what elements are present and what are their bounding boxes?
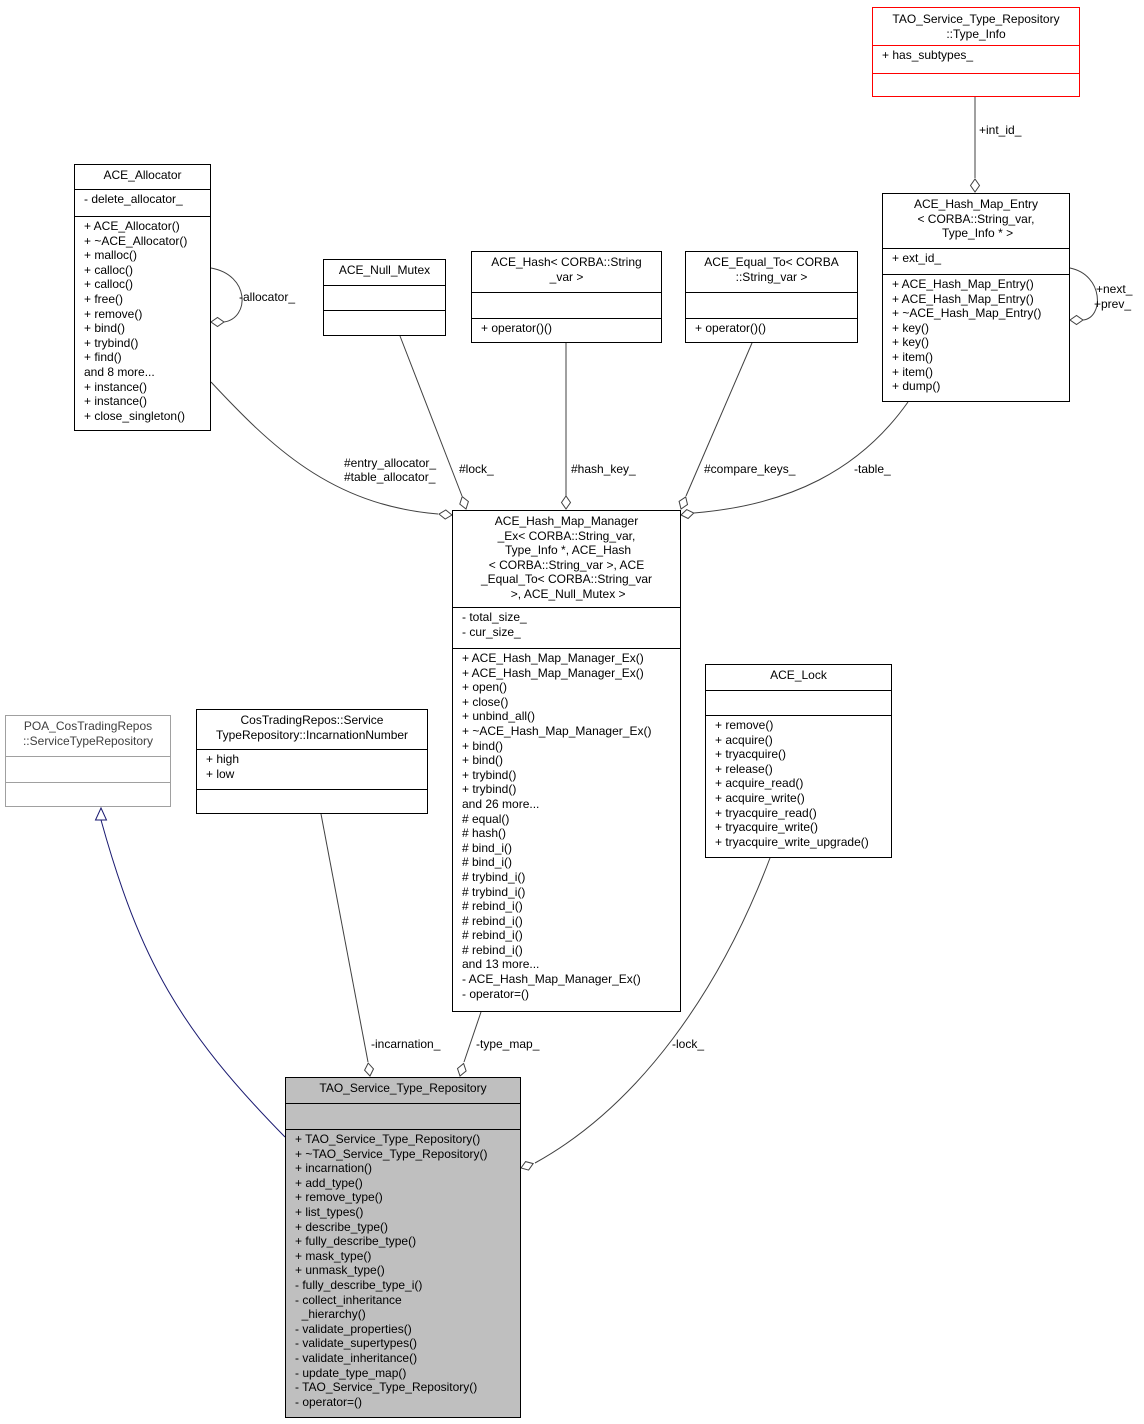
class-ace-null-mutex-attributes: [324, 286, 445, 311]
class-hash-map-manager-methods: + ACE_Hash_Map_Manager_Ex() + ACE_Hash_M…: [462, 651, 652, 1001]
class-hash-map-manager-name: ACE_Hash_Map_Manager _Ex< CORBA::String_…: [453, 511, 680, 608]
class-type-info-methods: [873, 74, 1079, 96]
class-type-info[interactable]: TAO_Service_Type_Repository ::Type_Info …: [872, 7, 1080, 97]
class-ace-hash-methods: + operator()(): [481, 321, 553, 335]
edge-label-int-id: +int_id_: [979, 123, 1022, 137]
class-ace-null-mutex-name: ACE_Null_Mutex: [324, 260, 445, 286]
class-poa-repository-attributes: [6, 757, 170, 783]
edge-label-lock-mutex: #lock_: [459, 462, 494, 476]
class-incarnation-number[interactable]: CosTradingRepos::Service TypeRepository:…: [196, 709, 428, 814]
edge-label-type-map: -type_map_: [476, 1037, 540, 1051]
edge-table: [693, 401, 909, 514]
class-incarnation-number-methods: [197, 790, 427, 814]
class-incarnation-number-attributes: + high + low: [197, 750, 427, 790]
edge-lock: [534, 857, 771, 1164]
class-ace-null-mutex-methods: [324, 311, 445, 335]
edge-label-table: -table_: [854, 462, 891, 476]
edge-compare-keys: [685, 342, 753, 497]
class-ace-hash-name: ACE_Hash< CORBA::String _var >: [472, 252, 661, 293]
edge-allocator-loop: [210, 267, 243, 323]
edge-label-table-allocator: #table_allocator_: [344, 470, 436, 484]
class-hash-map-entry-name: ACE_Hash_Map_Entry < CORBA::String_var, …: [883, 194, 1069, 249]
edge-inheritance: [100, 819, 286, 1138]
class-poa-repository[interactable]: POA_CosTradingRepos ::ServiceTypeReposit…: [5, 715, 171, 807]
edge-lock-diamond: [520, 1161, 535, 1171]
edge-compare-keys-diamond: [678, 496, 689, 510]
class-service-type-repository[interactable]: TAO_Service_Type_Repository + TAO_Servic…: [285, 1077, 521, 1418]
edge-inheritance-arrow: [94, 806, 108, 821]
class-ace-equal-to-name: ACE_Equal_To< CORBA ::String_var >: [686, 252, 857, 293]
edge-label-entry-allocator: #entry_allocator_: [344, 456, 437, 470]
class-ace-lock-name: ACE_Lock: [706, 665, 891, 691]
edge-hash-key-diamond: [560, 495, 572, 510]
class-ace-equal-to[interactable]: ACE_Equal_To< CORBA ::String_var > + ope…: [685, 251, 858, 343]
edge-lock-mutex: [399, 335, 463, 497]
edge-incarnation-diamond: [363, 1062, 375, 1077]
class-service-type-repository-methods: + TAO_Service_Type_Repository() + ~TAO_S…: [295, 1132, 488, 1409]
class-service-type-repository-name: TAO_Service_Type_Repository: [286, 1078, 520, 1104]
edge-next-prev-loop: [1069, 267, 1098, 321]
edge-allocator-diamond: [210, 316, 225, 328]
class-ace-hash-attributes: [472, 293, 661, 319]
edge-type-map-diamond: [456, 1062, 467, 1077]
class-hash-map-manager-attributes: - total_size_ - cur_size_: [453, 608, 680, 649]
class-ace-hash[interactable]: ACE_Hash< CORBA::String _var > + operato…: [471, 251, 662, 343]
edge-label-hash-key: #hash_key_: [571, 462, 636, 476]
class-ace-equal-to-methods: + operator()(): [695, 321, 767, 335]
class-poa-repository-name: POA_CosTradingRepos ::ServiceTypeReposit…: [6, 716, 170, 757]
class-ace-null-mutex[interactable]: ACE_Null_Mutex: [323, 259, 446, 336]
class-incarnation-number-name: CosTradingRepos::Service TypeRepository:…: [197, 710, 427, 750]
class-hash-map-entry-attributes: + ext_id_: [883, 249, 1069, 275]
edge-label-prev: +prev_: [1094, 297, 1132, 311]
class-ace-allocator-name: ACE_Allocator: [75, 165, 210, 190]
edge-next-prev-diamond: [1069, 314, 1084, 326]
edge-incarnation: [320, 813, 369, 1063]
class-service-type-repository-attributes: [286, 1104, 520, 1130]
edge-type-map: [463, 1011, 482, 1063]
class-hash-map-entry-methods: + ACE_Hash_Map_Entry() + ACE_Hash_Map_En…: [892, 277, 1042, 394]
edge-label-next: +next_: [1096, 282, 1133, 296]
edge-int-id-diamond: [969, 178, 981, 193]
class-hash-map-manager[interactable]: ACE_Hash_Map_Manager _Ex< CORBA::String_…: [452, 510, 681, 1012]
edge-lock-mutex-diamond: [459, 495, 469, 510]
edge-allocator-manager: [210, 381, 439, 515]
class-ace-lock[interactable]: ACE_Lock + remove() + acquire() + tryacq…: [705, 664, 892, 858]
edge-label-allocator: -allocator_: [239, 290, 296, 304]
class-type-info-name: TAO_Service_Type_Repository ::Type_Info: [873, 8, 1079, 46]
edge-label-lock: -lock_: [672, 1037, 705, 1051]
class-hash-map-entry[interactable]: ACE_Hash_Map_Entry < CORBA::String_var, …: [882, 193, 1070, 402]
class-type-info-attributes: + has_subtypes_: [873, 46, 1079, 74]
class-ace-lock-methods: + remove() + acquire() + tryacquire() + …: [715, 718, 869, 849]
class-ace-equal-to-attributes: [686, 293, 857, 319]
edge-label-compare-keys: #compare_keys_: [704, 462, 796, 476]
edge-label-incarnation: -incarnation_: [371, 1037, 441, 1051]
edge-table-diamond: [680, 509, 695, 520]
class-ace-allocator[interactable]: ACE_Allocator - delete_allocator_ + ACE_…: [74, 164, 211, 431]
edge-allocator-manager-diamond: [438, 509, 453, 520]
class-ace-lock-attributes: [706, 691, 891, 716]
class-ace-allocator-methods: + ACE_Allocator() + ~ACE_Allocator() + m…: [84, 219, 188, 423]
class-poa-repository-methods: [6, 783, 170, 807]
class-ace-allocator-attributes: - delete_allocator_: [75, 190, 210, 217]
